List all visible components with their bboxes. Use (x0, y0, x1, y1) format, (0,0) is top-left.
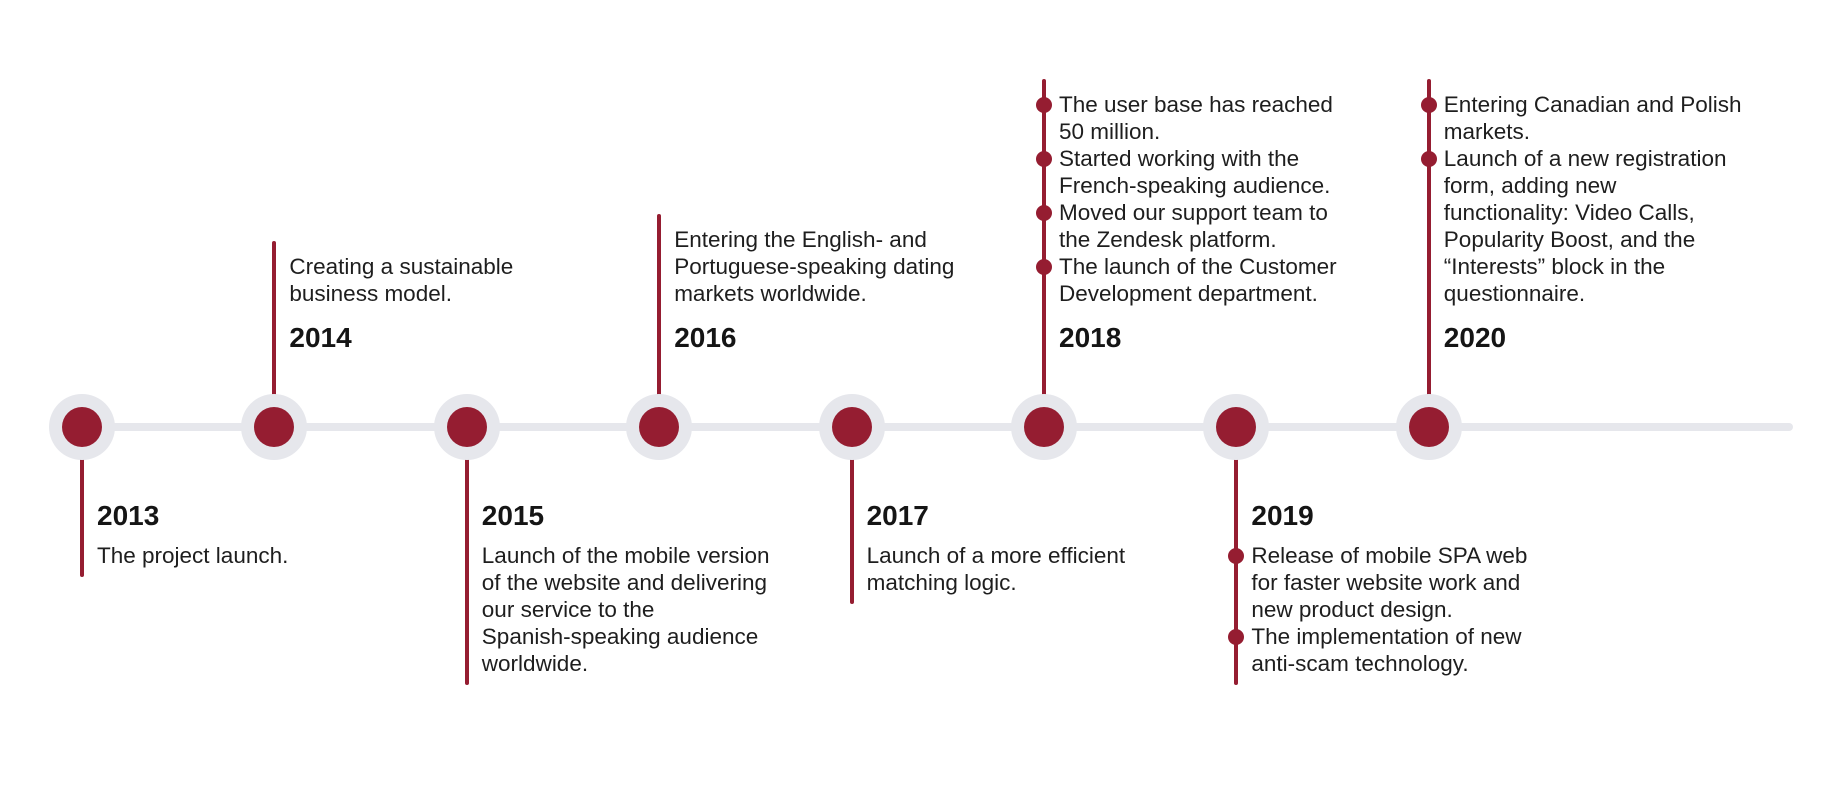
event-text-2016: Entering the English- and Portuguese-spe… (674, 227, 955, 306)
stem-2014 (272, 241, 277, 427)
stem-2016 (657, 214, 662, 427)
stem-2017 (849, 427, 854, 604)
event-text-2018-2: Started working with the French-speaking… (1059, 146, 1331, 198)
milestone-dot-2014 (254, 407, 295, 447)
stem-2018 (1042, 79, 1046, 427)
event-text-2013: The project launch. (97, 543, 289, 568)
year-label-2020: 2020 (1443, 322, 1507, 353)
bullet-2020-2 (1420, 151, 1437, 167)
event-text-2020-2: Launch of a new registration form, addin… (1443, 146, 1727, 306)
year-label-2017: 2017 (866, 500, 929, 531)
bullet-2018-4 (1036, 259, 1052, 275)
stem-2013 (80, 427, 84, 577)
milestone-node-2018 (1011, 394, 1077, 460)
event-text-2020-1: Entering Canadian and Polish markets. (1443, 92, 1742, 144)
milestone-dot-2019 (1216, 407, 1257, 447)
event-text-2018-4: The launch of the Customer Development d… (1059, 254, 1337, 306)
bullet-2018-2 (1036, 151, 1052, 167)
event-text-2014: Creating a sustainable business model. (289, 254, 514, 306)
year-label-2019: 2019 (1251, 500, 1314, 531)
year-label-2014: 2014 (289, 322, 352, 353)
stem-2020 (1426, 79, 1431, 427)
milestone-node-2020 (1395, 394, 1462, 460)
timeline-track (80, 423, 1793, 431)
milestone-node-2013 (49, 394, 115, 460)
bullet-2020-1 (1420, 97, 1437, 113)
event-text-2019-2: The implementation of new anti-scam tech… (1251, 624, 1522, 676)
year-label-2013: 2013 (97, 500, 160, 531)
milestone-node-2016 (626, 394, 693, 460)
milestone-dot-2015 (446, 407, 487, 447)
year-label-2018: 2018 (1059, 322, 1122, 353)
milestone-dot-2020 (1408, 407, 1449, 447)
milestone-node-2019 (1203, 394, 1270, 460)
stem-2015 (464, 427, 469, 685)
milestone-dot-2018 (1024, 407, 1064, 447)
milestone-node-2014 (241, 394, 308, 460)
event-text-2019-1: Release of mobile SPA web for faster web… (1251, 543, 1528, 622)
milestone-node-2015 (433, 394, 500, 460)
milestone-dot-2013 (62, 407, 102, 447)
bullet-2018-3 (1036, 205, 1052, 221)
bullet-2018-1 (1036, 97, 1052, 113)
milestone-dot-2016 (639, 407, 680, 447)
event-text-2015: Launch of the mobile version of the webs… (481, 543, 770, 676)
event-text-2018-1: The user base has reached 50 million. (1059, 92, 1333, 144)
stem-2019 (1234, 427, 1239, 685)
milestone-node-2017 (818, 394, 885, 460)
year-label-2016: 2016 (674, 322, 737, 353)
milestone-dot-2017 (831, 407, 872, 447)
event-text-2017: Launch of a more efficient matching logi… (866, 543, 1126, 595)
event-text-2018-3: Moved our support team to the Zendesk pl… (1059, 200, 1328, 252)
year-label-2015: 2015 (481, 500, 545, 531)
